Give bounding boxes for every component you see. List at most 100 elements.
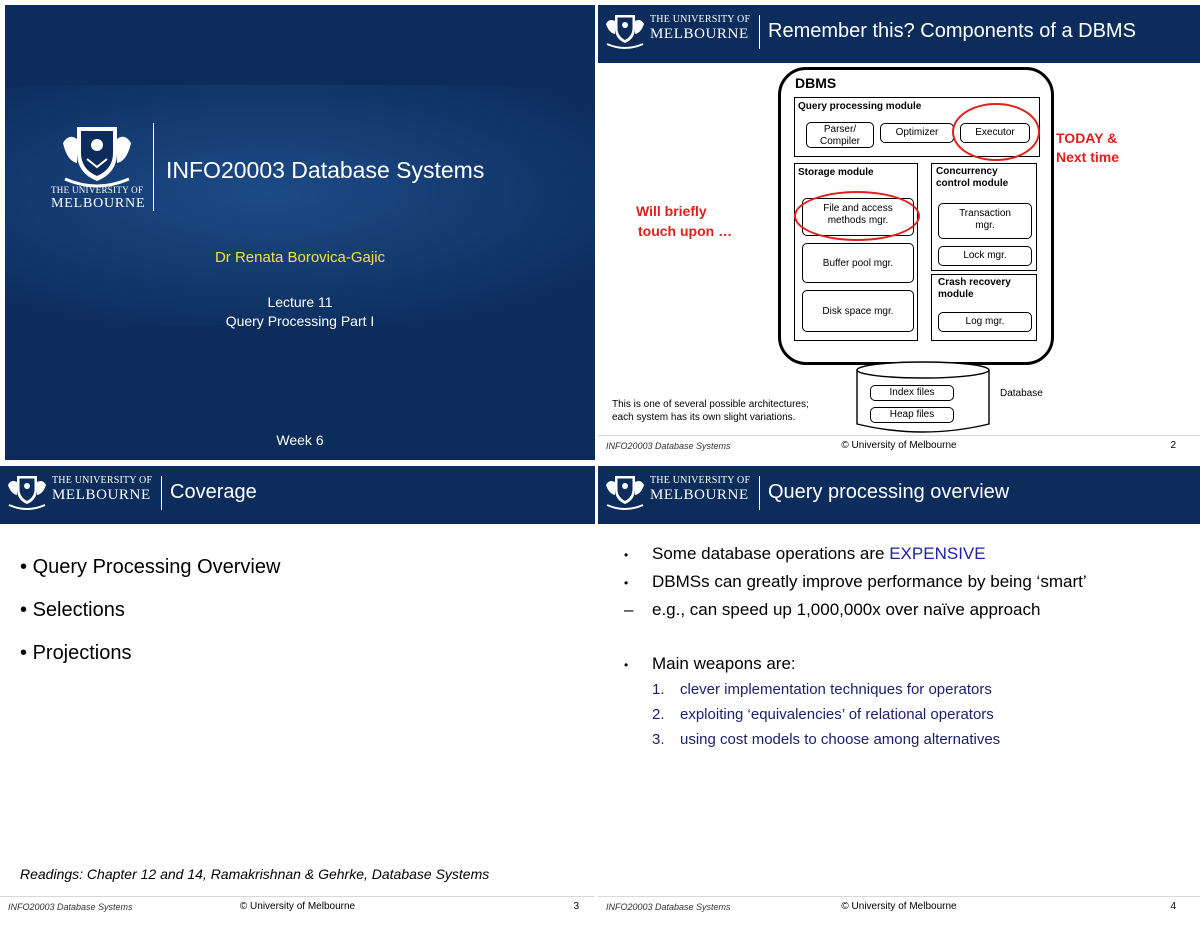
lecture-number: Lecture 11: [267, 294, 333, 310]
logo-divider: [153, 123, 154, 211]
query-module-label: Query processing module: [798, 101, 922, 112]
coverage-list: • Query Processing Overview • Selections…: [20, 556, 280, 685]
university-crest-icon: [8, 476, 46, 510]
sub-bullet-speedup: –e.g., can speed up 1,000,000x over naïv…: [624, 600, 1040, 620]
dash-icon: –: [624, 600, 634, 619]
background-glow: [5, 85, 595, 325]
sub-bullet-text: e.g., can speed up 1,000,000x over naïve…: [652, 600, 1041, 619]
executor-highlight: [952, 103, 1040, 161]
footer-course: INFO20003 Database Systems: [606, 902, 731, 912]
university-crest-logo: [63, 127, 131, 188]
university-name-line1: THE UNIVERSITY OF: [51, 185, 144, 195]
university-wordmark: THE UNIVERSITY OF MELBOURNE: [650, 14, 750, 43]
transaction-mgr-box: Transaction mgr.: [938, 203, 1032, 239]
slide-title: Remember this? Components of a DBMS: [768, 20, 1136, 42]
weapon-text-1: clever implementation techniques for ope…: [680, 681, 992, 698]
slide-footer: INFO20003 Database Systems © University …: [598, 440, 1200, 454]
expensive-emphasis: EXPENSIVE: [889, 544, 986, 563]
footer-divider: [598, 896, 1200, 897]
file-access-highlight: [794, 191, 920, 241]
bullet1-text: Some database operations are: [652, 544, 890, 563]
today-annotation-line1: TODAY &: [1056, 130, 1118, 146]
coverage-item-2: Selections: [32, 599, 125, 621]
lock-mgr-box: Lock mgr.: [938, 246, 1032, 266]
author-name: Dr Renata Borovica-Gajic: [214, 249, 386, 266]
weapon-num-2: 2.: [652, 706, 665, 723]
footer-copyright: © University of Melbourne: [841, 901, 957, 912]
optimizer-box: Optimizer: [880, 123, 954, 143]
bullet3-text: Main weapons are:: [652, 654, 796, 673]
page-number: 3: [573, 901, 579, 912]
footer-course: INFO20003 Database Systems: [8, 902, 133, 912]
today-annotation-line2: Next time: [1056, 149, 1120, 165]
slide-footer: INFO20003 Database Systems © University …: [598, 901, 1200, 915]
footer-divider: [0, 896, 595, 897]
weapon-num-3: 3.: [652, 731, 665, 748]
bullet-icon: •: [624, 658, 629, 672]
title-slide: THE UNIVERSITY OF MELBOURNE INFO20003 Da…: [5, 5, 595, 460]
database-label: Database: [1000, 388, 1043, 399]
university-wordmark: THE UNIVERSITY OF MELBOURNE: [52, 475, 152, 504]
course-title: INFO20003 Database Systems: [166, 157, 485, 183]
briefly-annotation-line1: Will briefly: [636, 203, 707, 219]
bullet-smart: • DBMSs can greatly improve performance b…: [624, 572, 1087, 592]
list-item: • Query Processing Overview: [20, 556, 281, 578]
coverage-slide: THE UNIVERSITY OF MELBOURNE Coverage • Q…: [0, 466, 595, 921]
footer-course: INFO20003 Database Systems: [606, 441, 731, 451]
bullet-expensive: • Some database operations are EXPENSIVE: [624, 544, 986, 564]
university-name-line2: MELBOURNE: [650, 26, 749, 42]
parser-compiler-box: Parser/ Compiler: [806, 122, 874, 148]
crash-recovery-label: Crash recovery module: [938, 277, 1011, 300]
lecture-info: Lecture 11 Query Processing Part I: [5, 293, 595, 331]
header-divider: [759, 15, 760, 49]
university-crest-icon: [606, 15, 644, 49]
university-crest-icon: [606, 476, 644, 510]
weapon-item-3: 3. using cost models to choose among alte…: [652, 731, 1000, 748]
university-name-line2: MELBOURNE: [650, 487, 749, 503]
log-mgr-box: Log mgr.: [938, 312, 1032, 332]
architecture-note-line1: This is one of several possible architec…: [612, 399, 809, 410]
university-name-line1: THE UNIVERSITY OF: [650, 475, 751, 486]
slide-footer: INFO20003 Database Systems © University …: [0, 901, 595, 915]
header-strip: [598, 524, 1200, 534]
buffer-pool-box: Buffer pool mgr.: [802, 243, 914, 283]
bullet-weapons: • Main weapons are:: [624, 654, 796, 674]
lecture-topic: Query Processing Part I: [225, 313, 375, 329]
university-name-line1: THE UNIVERSITY OF: [52, 475, 153, 486]
list-item: • Selections: [20, 599, 125, 621]
slide-title: Coverage: [170, 481, 257, 503]
briefly-annotation-line2: touch upon …: [638, 223, 733, 239]
query-processing-overview-slide: THE UNIVERSITY OF MELBOURNE Query proces…: [598, 466, 1200, 921]
readings-note: Readings: Chapter 12 and 14, Ramakrishna…: [20, 866, 490, 882]
university-name-line2: MELBOURNE: [51, 196, 146, 211]
university-wordmark: THE UNIVERSITY OF MELBOURNE: [650, 475, 750, 504]
slide-header: THE UNIVERSITY OF MELBOURNE Remember thi…: [598, 5, 1200, 63]
weapon-text-3: using cost models to choose among altern…: [680, 731, 1001, 748]
slide-title: Query processing overview: [768, 481, 1010, 503]
page-number: 2: [1170, 440, 1176, 451]
dbms-label: DBMS: [795, 75, 837, 91]
bullet-icon: •: [624, 548, 629, 562]
components-slide: THE UNIVERSITY OF MELBOURNE Remember thi…: [598, 5, 1200, 460]
page-number: 4: [1170, 901, 1176, 912]
concurrency-label: Concurrency control module: [936, 166, 1009, 189]
header-divider: [759, 476, 760, 510]
slide-header: THE UNIVERSITY OF MELBOURNE Coverage: [0, 466, 595, 524]
weapon-item-2: 2.exploiting ‘equivalencies’ of relation…: [652, 706, 994, 723]
header-divider: [161, 476, 162, 510]
footer-copyright: © University of Melbourne: [239, 901, 356, 912]
weapon-num-1: 1.: [652, 681, 665, 698]
heap-files-box: Heap files: [870, 407, 954, 423]
architecture-note-line2: each system has its own slight variation…: [612, 412, 796, 423]
footer-divider: [598, 435, 1200, 436]
weapon-item-1: 1. clever implementation techniques for o…: [652, 681, 992, 698]
week-label: Week 6: [276, 432, 324, 448]
disk-space-box: Disk space mgr.: [802, 290, 914, 332]
footer-copyright: © University of Melbourne: [841, 440, 957, 451]
university-name-line1: THE UNIVERSITY OF: [650, 14, 751, 25]
bullet-icon: •: [624, 576, 629, 590]
header-strip: [0, 524, 595, 534]
coverage-item-1: Query Processing Overview: [32, 556, 281, 578]
bullet2-text: DBMSs can greatly improve performance by…: [652, 572, 1087, 591]
index-files-box: Index files: [870, 385, 954, 401]
